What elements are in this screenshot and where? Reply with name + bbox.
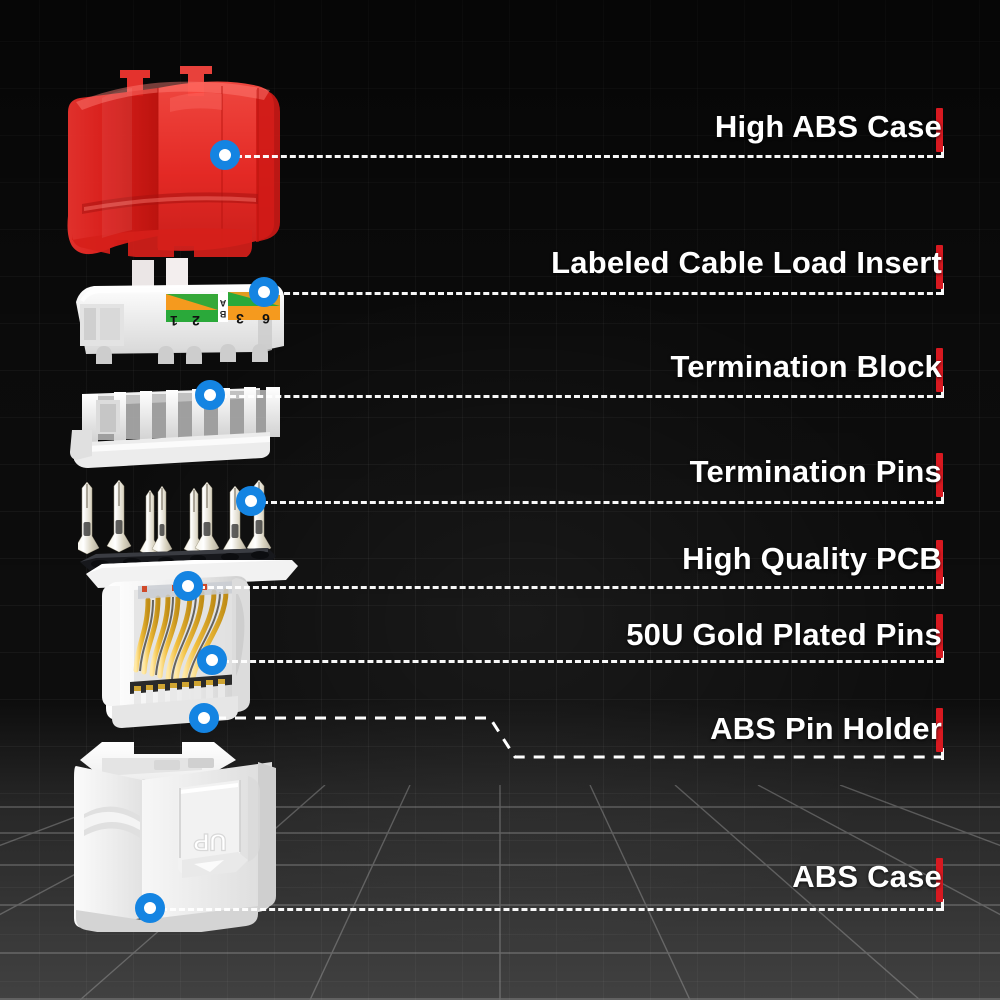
part-termination-block (70, 378, 290, 468)
svg-text:UP: UP (193, 828, 226, 855)
leader-line-labeled-cable-load-insert (275, 292, 942, 295)
callout-labeled-cable-load-insert: Labeled Cable Load Insert (551, 246, 942, 280)
svg-text:6: 6 (262, 311, 270, 327)
marker-dot-termination-pins[interactable] (236, 486, 266, 516)
leader-elbow-high-abs-case (941, 146, 944, 158)
callout-termination-pins: Termination Pins (690, 455, 942, 489)
marker-dot-abs-case[interactable] (135, 893, 165, 923)
callout-label-termination-block: Termination Block (670, 349, 942, 384)
callout-label-abs-pin-holder: ABS Pin Holder (710, 711, 942, 746)
callout-high-quality-pcb: High Quality PCB (682, 542, 942, 576)
accent-tick-abs-case (936, 858, 943, 902)
leader-line-abs-case (161, 908, 942, 911)
callout-label-labeled-cable-load-insert: Labeled Cable Load Insert (551, 245, 942, 280)
leader-line-high-quality-pcb (199, 586, 942, 589)
marker-dot-gold-plated-pins[interactable] (197, 645, 227, 675)
marker-dot-abs-pin-holder[interactable] (189, 703, 219, 733)
marker-dot-termination-block[interactable] (195, 380, 225, 410)
svg-text:A: A (219, 298, 226, 308)
accent-tick-abs-pin-holder (936, 708, 943, 752)
leader-line-gold-plated-pins (223, 660, 942, 663)
marker-dot-high-quality-pcb[interactable] (173, 571, 203, 601)
part-high-abs-case (62, 62, 307, 257)
callout-abs-pin-holder: ABS Pin Holder (710, 712, 942, 746)
callout-high-abs-case: High ABS Case (715, 110, 942, 144)
svg-text:1: 1 (170, 313, 178, 329)
marker-dot-high-abs-case[interactable] (210, 140, 240, 170)
leader-elbow-termination-pins (941, 492, 944, 504)
leader-line-termination-pins (262, 501, 942, 504)
accent-tick-termination-pins (936, 453, 943, 497)
callout-label-high-abs-case: High ABS Case (714, 109, 942, 144)
leader-elbow-termination-block (941, 386, 944, 398)
callout-label-high-quality-pcb: High Quality PCB (682, 541, 942, 576)
callout-abs-case: ABS Case (792, 860, 942, 894)
accent-tick-termination-block (936, 348, 943, 392)
accent-tick-gold-plated-pins (936, 614, 943, 658)
svg-text:B: B (219, 309, 226, 319)
accent-tick-high-abs-case (936, 108, 943, 152)
leader-elbow-abs-pin-holder (941, 748, 944, 760)
marker-dot-labeled-cable-load-insert[interactable] (249, 277, 279, 307)
leader-elbow-abs-case (941, 899, 944, 911)
leader-line-termination-block (221, 395, 942, 398)
callout-gold-plated-pins: 50U Gold Plated Pins (626, 618, 942, 652)
svg-text:2: 2 (192, 313, 200, 329)
callout-label-termination-pins: Termination Pins (689, 454, 942, 489)
part-abs-case: UP (62, 732, 312, 932)
leader-elbow-labeled-cable-load-insert (941, 283, 944, 295)
callout-label-abs-case: ABS Case (792, 859, 942, 894)
accent-tick-high-quality-pcb (936, 540, 943, 584)
svg-text:3: 3 (236, 311, 244, 327)
leader-line-high-abs-case (236, 155, 942, 158)
callout-label-gold-plated-pins: 50U Gold Plated Pins (626, 617, 942, 652)
accent-tick-labeled-cable-load-insert (936, 245, 943, 289)
background-floor-perspective-grid (0, 785, 1000, 1000)
callout-termination-block: Termination Block (670, 350, 942, 384)
